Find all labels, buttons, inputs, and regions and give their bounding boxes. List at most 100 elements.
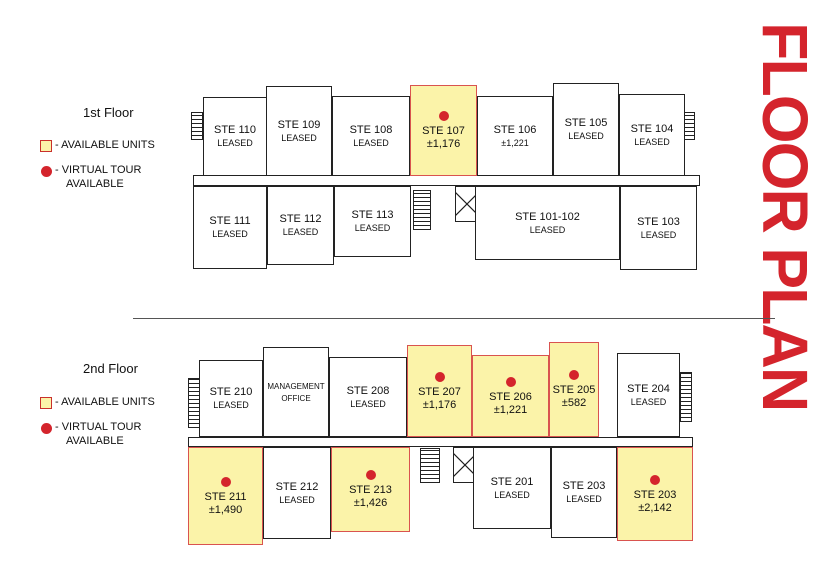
suite-name: STE 205	[552, 384, 596, 396]
floor2-suite: STE 205±582	[549, 342, 599, 437]
virtual-tour-dot-icon	[220, 476, 231, 487]
suite-status: ±1,176	[426, 138, 461, 150]
floor1-label: 1st Floor	[83, 105, 134, 120]
stairs	[413, 190, 431, 230]
legend-available: - AVAILABLE UNITS	[55, 139, 155, 151]
suite-status: LEASED	[634, 136, 670, 147]
suite-status: ±582	[561, 397, 587, 409]
suite-status: LEASED	[282, 227, 319, 237]
corridor	[193, 175, 700, 186]
virtual-tour-dot-icon	[41, 166, 52, 177]
floor2-suite: STE 213±1,426	[331, 447, 410, 532]
suite-status: LEASED	[640, 229, 677, 240]
legend-tour: - VIRTUAL TOUR	[55, 164, 142, 176]
suite-status: LEASED	[568, 131, 604, 141]
suite-status: LEASED	[212, 229, 248, 239]
floor2-suite: STE 206±1,221	[472, 355, 549, 437]
virtual-tour-dot-icon	[365, 470, 376, 480]
suite-name: STE 203	[562, 480, 606, 492]
suite-name: STE 113	[351, 209, 394, 221]
floor2-label: 2nd Floor	[83, 361, 138, 376]
virtual-tour-dot-icon	[41, 423, 52, 434]
suite-name: STE 107	[422, 125, 465, 137]
suite-status: ±1,490	[208, 503, 243, 516]
legend-tour-2: AVAILABLE	[66, 178, 124, 190]
legend-tour: - VIRTUAL TOUR	[55, 421, 142, 433]
suite-name: STE 110	[214, 124, 256, 136]
floor2-suite: STE 207±1,176	[407, 345, 472, 437]
suite-name: MANAGEMENT	[267, 381, 325, 391]
floor2-suite: MANAGEMENT OFFICE	[263, 347, 329, 437]
available-swatch-icon	[40, 397, 52, 409]
floor2-suite: STE 211±1,490	[188, 447, 263, 545]
available-swatch-icon	[40, 140, 52, 152]
suite-name: STE 104	[630, 122, 674, 135]
suite-status: LEASED	[354, 223, 391, 233]
suite-name: STE 112	[279, 213, 322, 225]
suite-name: STE 206	[489, 390, 532, 403]
suite-name: STE 108	[349, 123, 393, 136]
suite-status: ±1,221	[493, 403, 528, 416]
suite-status: LEASED	[529, 224, 566, 235]
suite-name: STE 211	[204, 490, 247, 503]
suite-status: LEASED	[213, 400, 249, 410]
floor2-suite: STE 203±2,142	[617, 447, 693, 541]
suite-status: LEASED	[566, 494, 602, 504]
virtual-tour-dot-icon	[505, 376, 516, 387]
stairs	[191, 112, 203, 140]
suite-name: STE 204	[627, 382, 670, 395]
suite-status: ±1,221	[501, 137, 529, 148]
suite-status: LEASED	[279, 494, 315, 505]
suite-name: STE 207	[418, 385, 461, 398]
suite-name: STE 208	[346, 384, 390, 397]
floor1-suite: STE 106±1,221	[477, 96, 553, 176]
stairs	[680, 372, 692, 422]
suite-status: ±1,426	[353, 497, 388, 509]
suite-name: STE 109	[277, 118, 321, 131]
suite-status: OFFICE	[281, 393, 311, 403]
virtual-tour-dot-icon	[434, 371, 445, 382]
corridor	[188, 437, 693, 447]
suite-name: STE 213	[349, 484, 392, 496]
virtual-tour-dot-icon	[650, 474, 660, 485]
suite-name: STE 210	[209, 386, 253, 398]
suite-status: ±1,176	[422, 398, 457, 411]
suite-name: STE 105	[564, 117, 608, 129]
virtual-tour-dot-icon	[569, 370, 579, 380]
floor-plan-title: FLOOR PLAN	[749, 22, 815, 411]
suite-name: STE 106	[493, 123, 537, 136]
suite-name: STE 111	[209, 215, 251, 227]
suite-name: STE 203	[633, 488, 677, 501]
stairs	[420, 448, 440, 483]
suite-status: ±2,142	[638, 501, 672, 514]
legend-available: - AVAILABLE UNITS	[55, 396, 155, 408]
suite-name: STE 103	[637, 215, 680, 228]
legend-tour-2: AVAILABLE	[66, 435, 124, 447]
suite-status: LEASED	[350, 398, 386, 409]
floor-divider	[133, 318, 775, 319]
suite-name: STE 201	[490, 475, 534, 488]
suite-status: LEASED	[217, 138, 253, 148]
suite-status: LEASED	[281, 132, 317, 143]
virtual-tour-dot-icon	[438, 111, 449, 121]
suite-status: LEASED	[630, 396, 667, 407]
suite-name: STE 212	[275, 480, 319, 493]
suite-status: LEASED	[494, 489, 530, 500]
